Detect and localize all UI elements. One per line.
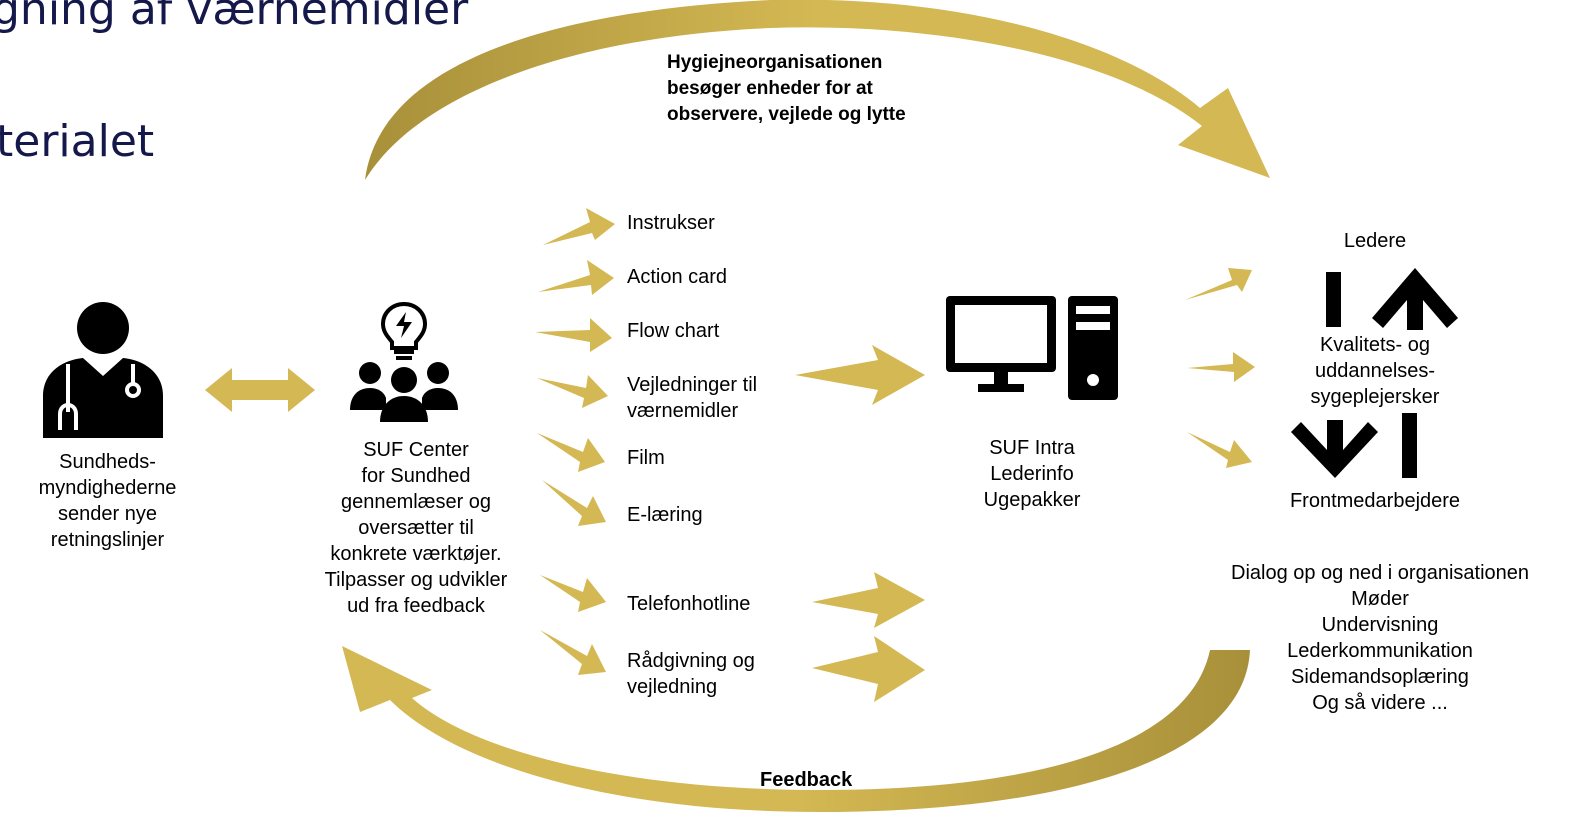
slide-title-line-1: gning af værnemidler <box>0 0 469 35</box>
tool-telefonhotline: Telefonhotline <box>627 593 751 615</box>
left-bar <box>1326 272 1341 327</box>
desktop-computer-icon <box>946 296 1118 400</box>
tool-raadgivning: Rådgivning og vejledning <box>627 650 755 698</box>
tool-arrow-1 <box>543 208 615 245</box>
up-arrow-shaft <box>1408 300 1423 330</box>
top-loop-label: Hygiejneorganisationen besøger enheder f… <box>667 52 906 125</box>
two-way-arrow <box>205 368 315 412</box>
top-loop-arrow <box>365 0 1270 180</box>
audience-arrows <box>1185 268 1255 468</box>
tool-flow-chart: Flow chart <box>627 320 720 342</box>
audience-nurses: Kvalitets- og uddannelses- sygeplejerske… <box>1310 334 1440 408</box>
slide-title-line-2: terialet <box>0 116 155 167</box>
tool-arrow-5 <box>537 433 605 472</box>
intranet-label: SUF Intra Lederinfo Ugepakker <box>983 437 1081 511</box>
tool-film: Film <box>627 447 665 469</box>
tool-arrow-2 <box>538 260 614 295</box>
suf-center-label: SUF Center for Sundhed gennemlæser og ov… <box>324 439 508 617</box>
arrow-from-advice <box>812 636 925 702</box>
arrow-to-intranet <box>795 345 925 405</box>
authorities-label: Sundheds- myndighederne sender nye retni… <box>38 451 177 551</box>
arrow-to-nurses <box>1187 352 1255 382</box>
doctor-with-stethoscope-icon <box>43 302 163 438</box>
right-bar <box>1402 413 1417 478</box>
tool-arrow-4 <box>537 375 608 408</box>
hierarchy-arrows <box>1291 268 1458 478</box>
dialog-list: Dialog op og ned i organisationen Møder … <box>1231 562 1529 714</box>
up-arrow <box>1372 268 1458 330</box>
arrow-to-front <box>1187 432 1252 468</box>
feedback-label: Feedback <box>760 769 853 791</box>
feedback-loop-arrow <box>342 646 1250 812</box>
tool-arrow-7 <box>540 575 606 612</box>
tool-arrows <box>535 208 615 675</box>
tool-instrukser: Instrukser <box>627 212 715 234</box>
tool-arrow-6 <box>542 480 606 526</box>
down-arrow <box>1291 420 1378 478</box>
arrow-to-leaders <box>1185 268 1252 300</box>
audience-leaders: Ledere <box>1343 230 1407 252</box>
tool-action-card: Action card <box>627 266 728 288</box>
tool-arrow-3 <box>535 318 612 352</box>
tool-arrow-8 <box>540 630 606 675</box>
team-with-lightbulb-icon <box>350 301 458 422</box>
audience-front-staff: Frontmedarbejdere <box>1289 490 1461 512</box>
arrow-from-hotline <box>812 572 925 628</box>
tool-e-laering: E-læring <box>627 504 703 526</box>
tool-vejledninger: Vejledninger til værnemidler <box>627 374 758 422</box>
channel-arrows <box>795 345 925 702</box>
